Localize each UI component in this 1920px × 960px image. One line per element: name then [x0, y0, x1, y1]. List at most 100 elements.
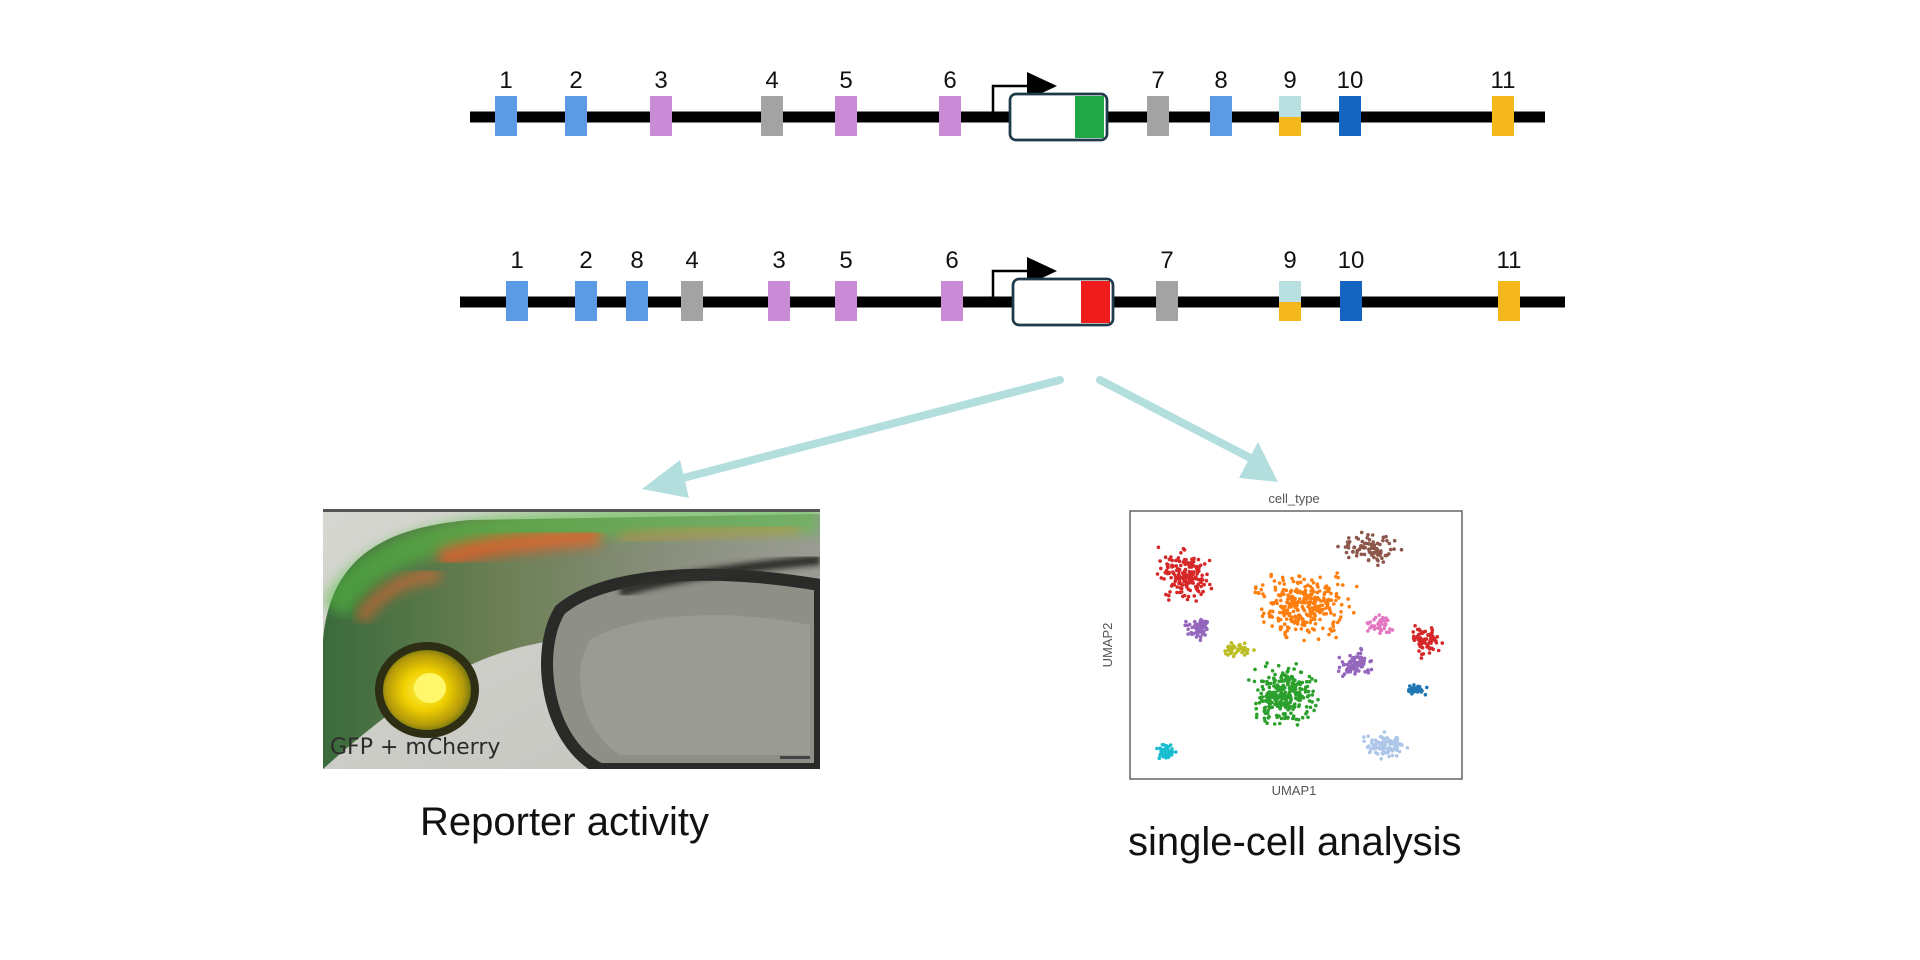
umap-point — [1306, 689, 1311, 694]
umap-point — [1294, 684, 1298, 688]
umap-point — [1300, 715, 1305, 720]
umap-point — [1288, 695, 1293, 699]
umap-point — [1392, 547, 1396, 551]
umap-point — [1193, 576, 1197, 581]
umap-point — [1185, 623, 1190, 628]
umap-x-label: UMAP1 — [1272, 783, 1317, 798]
umap-point — [1426, 643, 1430, 647]
umap-point — [1281, 578, 1285, 582]
umap-point — [1359, 646, 1363, 651]
regulatory-element-5 — [835, 96, 857, 136]
umap-point — [1273, 690, 1277, 695]
umap-point — [1186, 561, 1191, 565]
umap-point — [1200, 573, 1204, 578]
umap-point — [1165, 562, 1169, 566]
umap-point — [1259, 607, 1264, 611]
umap-point — [1362, 552, 1367, 557]
regulatory-element-8 — [626, 281, 648, 321]
umap-point — [1284, 588, 1289, 592]
umap-point — [1327, 632, 1331, 637]
umap-point — [1240, 645, 1245, 650]
umap-point — [1180, 583, 1185, 587]
umap-point — [1420, 652, 1424, 657]
umap-point — [1259, 691, 1263, 696]
umap-point — [1347, 660, 1352, 664]
umap-point — [1282, 694, 1287, 698]
umap-point — [1207, 558, 1212, 563]
umap-point — [1381, 535, 1386, 540]
umap-point — [1304, 705, 1309, 709]
umap-point — [1310, 578, 1314, 582]
umap-point — [1375, 553, 1380, 557]
umap-point — [1385, 736, 1390, 740]
umap-point — [1323, 585, 1328, 589]
umap-point — [1243, 646, 1247, 650]
umap-point — [1269, 572, 1273, 577]
umap-point — [1376, 622, 1380, 626]
umap-point — [1351, 655, 1355, 660]
umap-point — [1326, 587, 1331, 592]
umap-point — [1397, 749, 1402, 754]
element-label: 4 — [685, 247, 698, 274]
umap-point — [1345, 662, 1350, 667]
umap-point — [1288, 611, 1292, 616]
umap-point — [1275, 704, 1280, 709]
umap-point — [1167, 598, 1171, 602]
umap-point — [1428, 634, 1433, 638]
umap-point — [1388, 547, 1393, 552]
umap-point — [1259, 587, 1263, 592]
umap-point — [1331, 624, 1335, 629]
umap-point — [1332, 602, 1336, 606]
umap-point — [1287, 701, 1292, 705]
umap-point — [1197, 569, 1201, 573]
element-label: 3 — [772, 247, 785, 274]
umap-point — [1298, 614, 1302, 619]
umap-point — [1201, 589, 1205, 594]
umap-point — [1277, 714, 1281, 718]
umap-point — [1316, 637, 1321, 641]
umap-point — [1408, 684, 1412, 688]
umap-point — [1304, 679, 1309, 684]
umap-point — [1275, 700, 1279, 704]
umap-point — [1280, 575, 1285, 580]
umap-point — [1297, 703, 1302, 707]
umap-point — [1286, 666, 1291, 671]
umap-point — [1156, 545, 1161, 550]
umap-point — [1349, 666, 1353, 670]
umap-point — [1179, 575, 1183, 580]
umap-point — [1163, 555, 1168, 559]
umap-point — [1252, 679, 1257, 684]
umap-point — [1308, 705, 1313, 710]
regulatory-element-10 — [1340, 281, 1362, 321]
umap-point — [1422, 639, 1426, 644]
umap-point — [1372, 555, 1376, 560]
umap-point — [1370, 533, 1375, 537]
umap-point — [1371, 540, 1375, 544]
element-label: 1 — [510, 247, 523, 274]
umap-point — [1262, 611, 1266, 616]
umap-point — [1306, 595, 1311, 599]
umap-point — [1196, 582, 1201, 586]
umap-point — [1294, 717, 1298, 722]
umap-point — [1362, 739, 1366, 744]
umap-point — [1275, 683, 1280, 687]
umap-point — [1398, 742, 1402, 746]
element-label: 8 — [630, 247, 643, 274]
umap-point — [1162, 577, 1166, 581]
umap-point — [1354, 535, 1359, 540]
umap-point — [1169, 575, 1173, 580]
umap-point — [1304, 712, 1308, 716]
umap-point — [1360, 539, 1365, 544]
umap-point — [1295, 723, 1300, 727]
umap-point — [1382, 736, 1386, 741]
umap-point — [1310, 606, 1314, 610]
umap-point — [1309, 611, 1313, 616]
umap-point — [1427, 651, 1432, 655]
umap-point — [1287, 626, 1291, 630]
umap-point — [1261, 687, 1266, 692]
umap-point — [1379, 619, 1384, 624]
umap-point — [1343, 545, 1348, 549]
umap-point — [1299, 627, 1304, 631]
umap-point — [1337, 596, 1341, 600]
